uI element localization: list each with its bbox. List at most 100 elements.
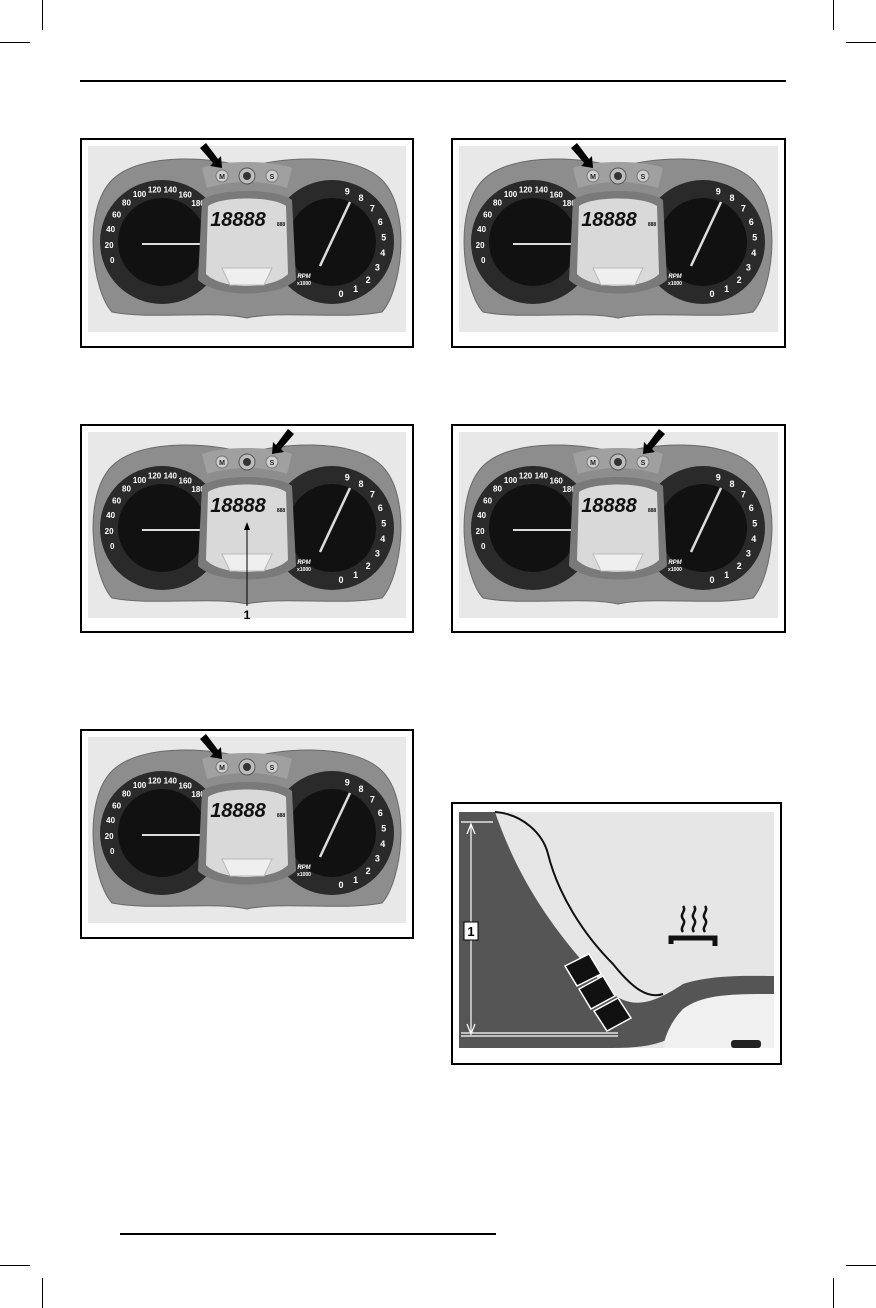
speed-tick-label: 40 <box>477 225 486 234</box>
speed-tick-label: 180 <box>562 485 576 494</box>
crop-mark-br-h <box>846 1265 876 1266</box>
rpm-tick-label: 5 <box>381 518 386 528</box>
rpm-tick-label: 9 <box>716 186 721 196</box>
speed-tick-label: 60 <box>112 211 121 220</box>
speed-tick-label: 0 <box>481 256 486 265</box>
rpm-tick-label: 2 <box>366 866 371 876</box>
mode-button <box>586 455 600 469</box>
lcd-unit: 888 <box>277 813 286 819</box>
tachometer-needle <box>318 201 352 267</box>
speed-tick-label: 160 <box>550 190 564 199</box>
rpm-tick-label: 9 <box>716 472 721 482</box>
rpm-tick-label: 4 <box>380 534 385 544</box>
rpm-tick-label: 2 <box>737 275 742 285</box>
rpm-tick-label: 8 <box>358 479 363 489</box>
lcd-screen <box>577 198 659 286</box>
rpm-caption: RPM <box>297 560 311 566</box>
lcd-unit: 888 <box>277 222 286 228</box>
speed-tick-label: 160 <box>550 476 564 485</box>
speed-tick-label: 60 <box>112 802 121 811</box>
speed-tick-label: 100 <box>133 781 147 790</box>
rpm-tick-label: 7 <box>741 490 746 500</box>
rpm-tick-label: 7 <box>370 795 375 805</box>
rpm-tick-label: 0 <box>338 880 343 890</box>
speed-tick-label: 100 <box>133 190 147 199</box>
rpm-tick-label: 5 <box>752 232 757 242</box>
rpm-tick-label: 3 <box>375 263 380 273</box>
header-rule <box>80 80 786 82</box>
crop-mark-tl-h <box>0 42 30 43</box>
rpm-tick-label: 1 <box>353 570 358 580</box>
set-button-label: S <box>270 765 275 772</box>
speed-tick-label: 100 <box>504 190 518 199</box>
speed-tick-label: 80 <box>493 199 502 208</box>
speed-tick-label: 80 <box>122 199 131 208</box>
rpm-tick-label: 5 <box>381 232 386 242</box>
figure-cluster-5: 0204060801001201401601802000123456789RPM… <box>80 729 414 939</box>
speed-tick-label: 40 <box>106 816 115 825</box>
rpm-tick-label: 3 <box>746 549 751 559</box>
lcd-digits: 18888 <box>210 209 266 231</box>
lcd-unit: 888 <box>648 222 657 228</box>
rpm-tick-label: 6 <box>378 503 383 513</box>
speed-tick-label: 100 <box>504 476 518 485</box>
rpm-multiplier: x1000 <box>668 281 682 287</box>
lcd-unit: 888 <box>277 508 286 514</box>
mode-button-label: M <box>219 174 225 181</box>
speed-tick-label: 60 <box>112 497 121 506</box>
rpm-tick-label: 0 <box>338 575 343 585</box>
rpm-tick-label: 9 <box>345 777 350 787</box>
speed-tick-label: 20 <box>105 527 114 536</box>
set-button <box>636 455 650 469</box>
speed-tick-label: 120 <box>519 472 533 481</box>
rpm-tick-label: 8 <box>358 784 363 794</box>
lcd-screen <box>206 198 288 286</box>
mode-button <box>215 455 229 469</box>
tachometer-needle <box>318 792 352 858</box>
mode-button <box>215 760 229 774</box>
rpm-tick-label: 4 <box>380 248 385 258</box>
speed-tick-label: 160 <box>179 476 193 485</box>
rpm-tick-label: 8 <box>729 479 734 489</box>
crop-mark-tl-v <box>42 0 43 30</box>
set-button-label: S <box>641 174 646 181</box>
speed-tick-label: 40 <box>477 511 486 520</box>
speed-tick-label: 40 <box>106 511 115 520</box>
rpm-tick-label: 0 <box>709 575 714 585</box>
rpm-tick-label: 5 <box>752 518 757 528</box>
tachometer-needle <box>318 487 352 553</box>
rpm-multiplier: x1000 <box>297 872 311 878</box>
rpm-tick-label: 0 <box>338 289 343 299</box>
pointer-arrow-icon <box>200 143 222 168</box>
callout-box: 1 <box>463 921 479 941</box>
pointer-arrow-icon <box>272 429 294 454</box>
temp-segment <box>577 974 617 1011</box>
speed-tick-label: 40 <box>106 225 115 234</box>
rpm-tick-label: 3 <box>746 263 751 273</box>
speed-tick-label: 180 <box>191 485 205 494</box>
lcd-digits: 18888 <box>581 209 637 231</box>
rpm-tick-label: 2 <box>737 561 742 571</box>
figure-cluster-3: 0204060801001201401601802000123456789RPM… <box>80 424 414 633</box>
speedometer-face <box>489 198 577 286</box>
speedometer-face <box>118 198 206 286</box>
speed-tick-label: 20 <box>476 241 485 250</box>
speed-tick-label: 140 <box>164 777 178 786</box>
speedometer-face <box>118 789 206 877</box>
speed-tick-label: 20 <box>476 527 485 536</box>
mode-button <box>215 169 229 183</box>
pointer-arrow-icon <box>571 143 593 168</box>
rpm-tick-label: 2 <box>366 561 371 571</box>
temp-segment <box>592 997 633 1032</box>
rpm-caption: RPM <box>297 865 311 871</box>
speed-tick-label: 180 <box>562 199 576 208</box>
speed-tick-label: 100 <box>133 476 147 485</box>
rpm-multiplier: x1000 <box>297 567 311 573</box>
set-button-label: S <box>641 460 646 467</box>
speed-tick-label: 160 <box>179 781 193 790</box>
mode-button-label: M <box>590 460 596 467</box>
speed-tick-label: 0 <box>110 542 115 551</box>
rpm-tick-label: 1 <box>353 875 358 885</box>
rpm-tick-label: 5 <box>381 823 386 833</box>
pointer-arrow-icon <box>200 734 222 759</box>
